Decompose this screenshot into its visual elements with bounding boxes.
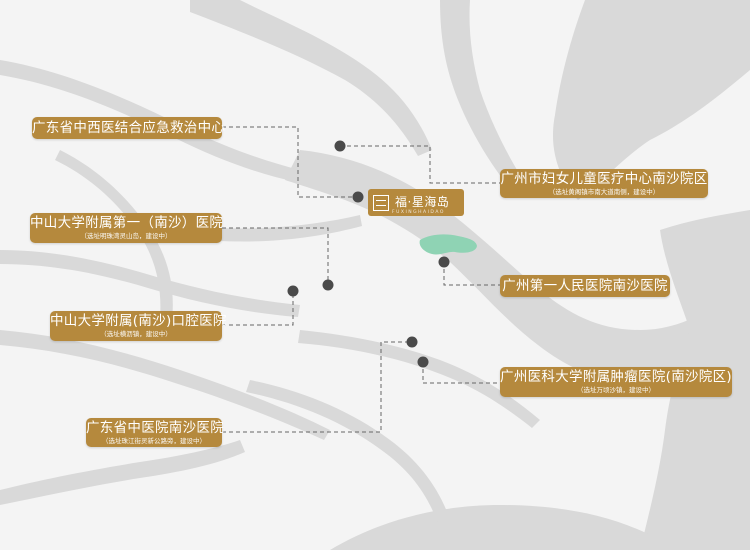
water-top-left (190, 0, 432, 156)
leader-diyi (443, 262, 500, 286)
water-bottom (330, 505, 660, 550)
label-zhongxiyi[interactable]: 广东省中西医结合应急救治中心 (32, 117, 226, 139)
leader-zhongyi (222, 341, 412, 433)
label-fuer[interactable]: 广州市妇女儿童医疗中心南沙院区 （选址黄阁镇市南大道南侧，建设中） (500, 169, 708, 198)
pin-zhongyi[interactable] (406, 336, 418, 348)
water-mid-channel-2 (246, 380, 450, 524)
label-kouqiang[interactable]: 中山大学附属(南沙)口腔医院 （选址横沥镇，建设中） (50, 311, 227, 341)
project-logo: 福·星海岛 FUXINGHAIDAO (368, 189, 464, 216)
pavilion-icon (373, 194, 389, 211)
label-name: 广州第一人民医院南沙医院 (502, 278, 668, 294)
water-top-right (552, 0, 750, 200)
pin-project[interactable] (352, 191, 364, 203)
water-bottom-left (0, 440, 245, 505)
pin-fuer[interactable] (334, 140, 346, 152)
label-name: 广州医科大学附属肿瘤医院(南沙院区) (500, 369, 732, 385)
pin-zhongliu[interactable] (417, 356, 429, 368)
label-name: 广东省中医院南沙医院 (86, 420, 224, 436)
label-note: （选址万顷沙镇，建设中） (577, 386, 655, 394)
label-note: （选址黄阁镇市南大道南侧，建设中） (548, 188, 660, 196)
pin-kouqiang[interactable] (287, 285, 299, 297)
label-name: 中山大学附属第一（南沙）医院 (30, 215, 224, 231)
leader-zhongxiyi (222, 126, 358, 198)
leader-fuer (340, 145, 500, 184)
pin-diyi[interactable] (438, 256, 450, 268)
leader-lines (222, 126, 500, 433)
water-mid-channel (298, 330, 540, 428)
project-logo-sub: FUXINGHAIDAO (392, 210, 445, 215)
label-note: （选址珠江街灵新公路旁，建设中） (102, 437, 206, 445)
label-zhongliu[interactable]: 广州医科大学附属肿瘤医院(南沙院区) （选址万顷沙镇，建设中） (500, 367, 732, 397)
label-note: （选址横沥镇，建设中） (100, 330, 172, 338)
water-left-3 (0, 330, 330, 440)
green-park-area (419, 234, 477, 255)
pin-zhongda1[interactable] (322, 279, 334, 291)
label-name: 中山大学附属(南沙)口腔医院 (50, 313, 227, 329)
leader-zhongda1 (222, 227, 329, 285)
water-left-2 (0, 250, 300, 317)
leader-kouqiang (222, 291, 294, 326)
label-note: （选址明珠湾灵山岛，建设中） (80, 232, 172, 240)
label-name: 广东省中西医结合应急救治中心 (32, 120, 226, 136)
leader-zhongliu (422, 362, 500, 384)
label-zhongda1[interactable]: 中山大学附属第一（南沙）医院 （选址明珠湾灵山岛，建设中） (30, 213, 224, 243)
label-diyi[interactable]: 广州第一人民医院南沙医院 (500, 275, 670, 297)
water-top-channel (405, 0, 520, 182)
project-logo-text: 福·星海岛 (395, 195, 450, 209)
label-name: 广州市妇女儿童医疗中心南沙院区 (500, 171, 708, 187)
label-zhongyi[interactable]: 广东省中医院南沙医院 （选址珠江街灵新公路旁，建设中） (86, 418, 224, 447)
